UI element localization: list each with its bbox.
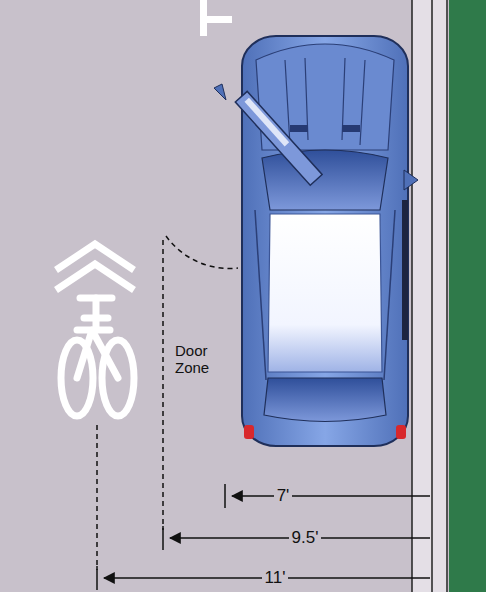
dimension-label: 7' [274,486,293,506]
dimension-lines [97,484,430,590]
sharrow-chevrons [56,244,134,290]
gutter [412,0,448,592]
extension-lines [97,236,238,570]
green-strip [449,0,486,592]
parked-car [242,36,418,446]
bicycle-symbol [61,298,134,416]
zone-label: Door Zone [172,342,222,377]
curb-line [431,0,433,592]
dimension-label: 9.5' [289,528,322,548]
open-car-door [214,84,322,185]
parking-t-mark [200,0,232,36]
curb-line [446,0,448,592]
dimension-label: 11' [262,568,289,588]
curb-line [411,0,413,592]
